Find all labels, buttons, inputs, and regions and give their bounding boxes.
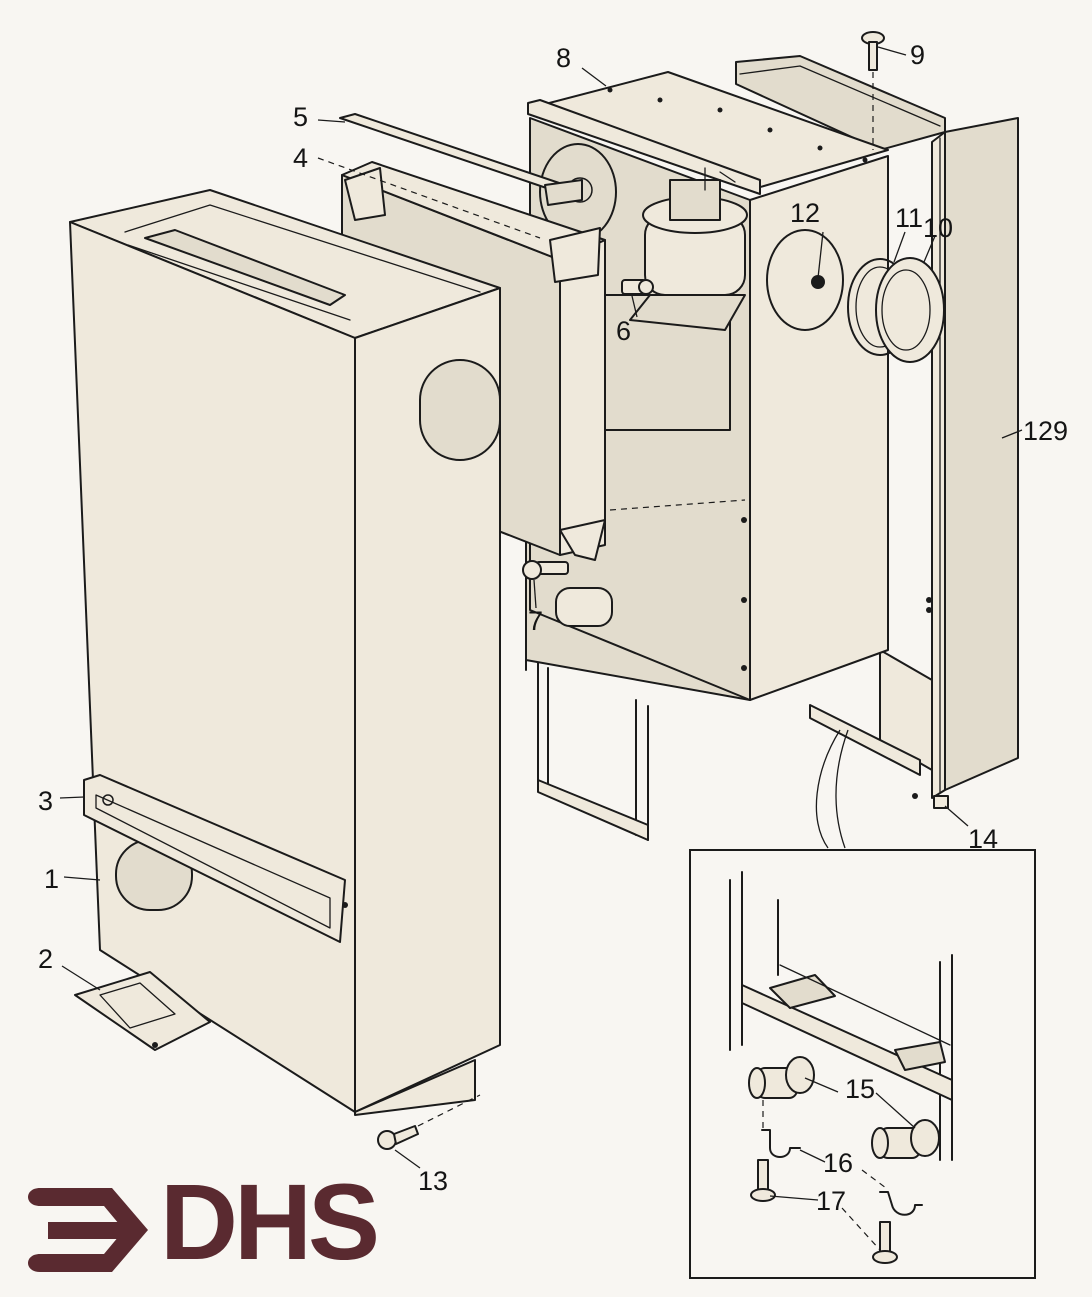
- callout-5: 5: [293, 102, 309, 132]
- flue-cap-part-10: [875, 257, 945, 363]
- callout-7: 7: [528, 606, 544, 636]
- callout-6: 6: [616, 316, 632, 346]
- screw-part-13: [377, 1094, 481, 1150]
- callout-1: 1: [44, 864, 60, 894]
- clip-part-14: [933, 795, 969, 827]
- callout-129: 129: [1023, 416, 1069, 446]
- callout-17: 17: [816, 1186, 847, 1216]
- detail-inset: [689, 849, 1036, 1279]
- callout-3: 3: [38, 786, 54, 816]
- screw-holes: [607, 87, 868, 671]
- screw-part-17: [750, 1159, 898, 1264]
- top-bar-part-5: [339, 113, 583, 206]
- fitting-part-15-right: [871, 1119, 940, 1159]
- bolt-part-7: [522, 560, 569, 580]
- callout-12: 12: [790, 198, 821, 228]
- callout-10: 10: [923, 213, 954, 243]
- screw-part-9: [861, 31, 885, 150]
- callout-4: 4: [293, 143, 309, 173]
- leader-lines: [59, 46, 1023, 1169]
- callout-8: 8: [556, 43, 572, 73]
- callout-16: 16: [823, 1148, 854, 1178]
- callout-14: 14: [968, 824, 999, 854]
- callout-13: 13: [418, 1166, 449, 1196]
- callout-9: 9: [910, 40, 926, 70]
- fitting-part-15-left: [748, 1056, 815, 1099]
- bracket-part-16: [761, 1129, 923, 1216]
- callout-2: 2: [38, 944, 54, 974]
- dhs-logo-mark: [28, 1188, 148, 1272]
- callout-11: 11: [895, 203, 924, 233]
- dhs-logo-text: DHS: [160, 1161, 380, 1282]
- bolt-part-6: [621, 279, 654, 295]
- fan-assembly: [629, 167, 748, 331]
- trim-strip-part-3: [83, 774, 346, 943]
- bottom-plate-part-2: [74, 971, 211, 1051]
- callout-15: 15: [845, 1074, 876, 1104]
